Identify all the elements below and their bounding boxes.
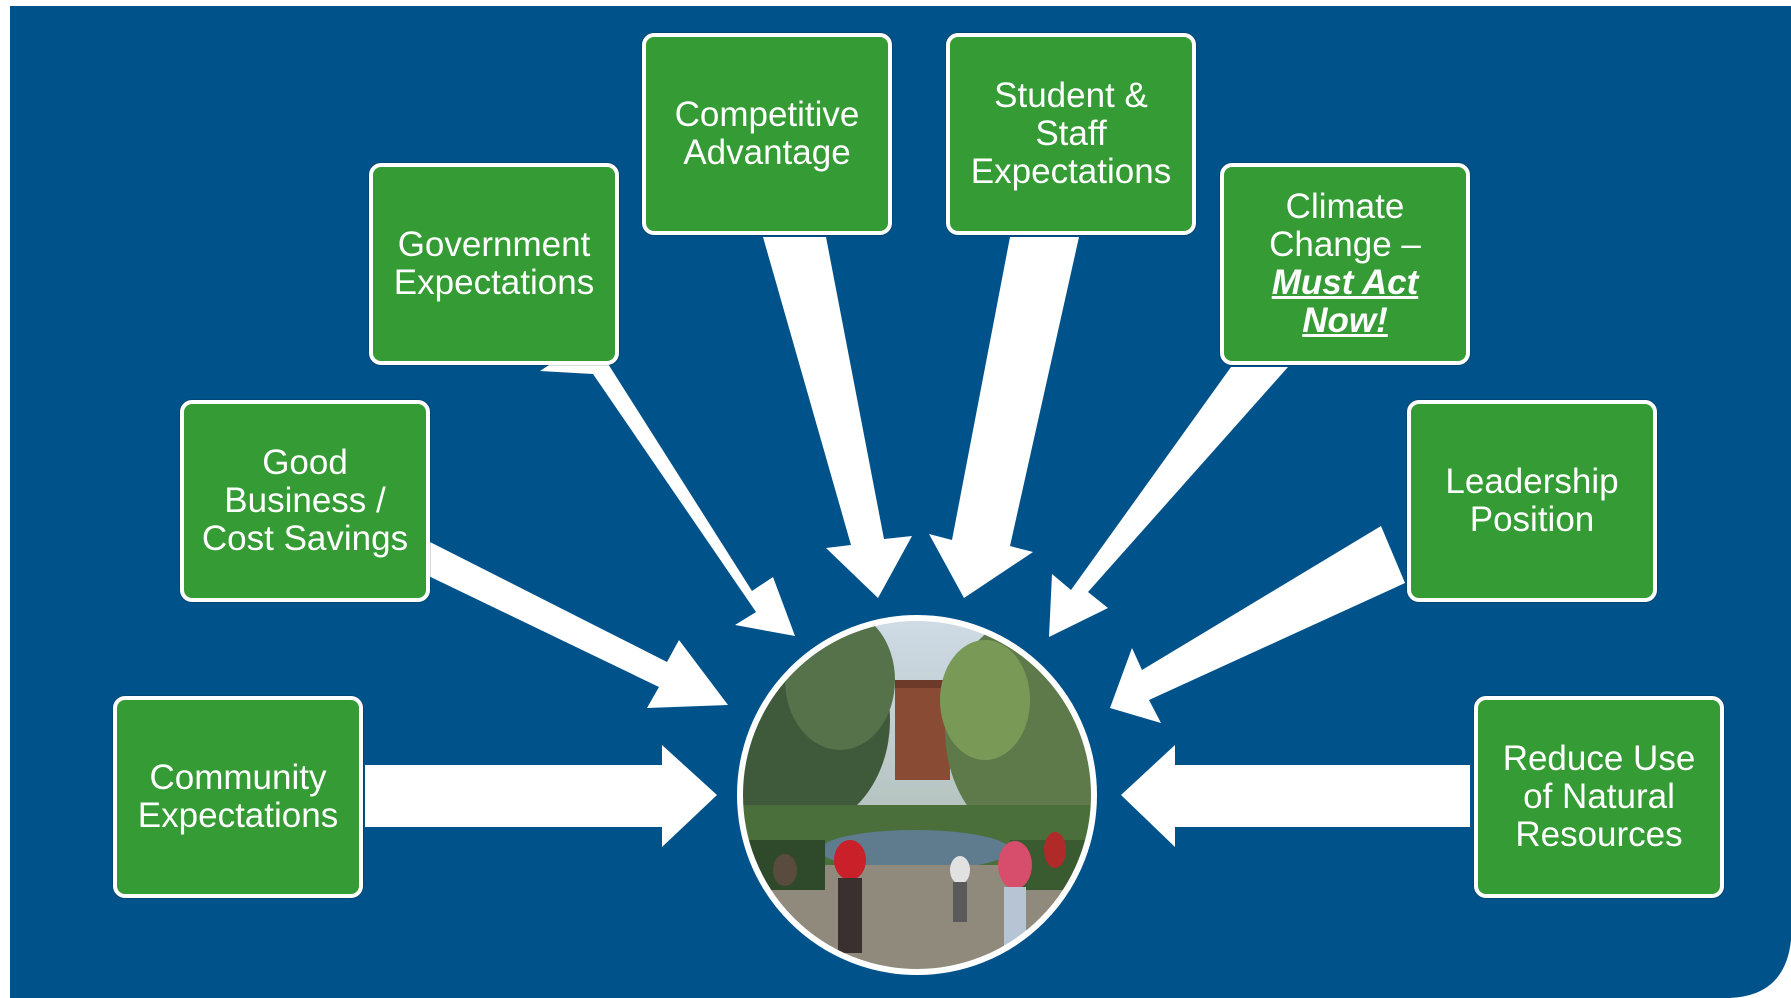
box-line: Expectations [137, 796, 339, 835]
box-line: Expectations [393, 263, 595, 302]
box-line: Climate [1285, 187, 1405, 226]
arrow-community [365, 745, 717, 847]
arrow-good-business [414, 541, 728, 708]
box-line: Business / [224, 481, 386, 520]
box-line: Position [1469, 500, 1595, 539]
arrow-leadership [1110, 526, 1405, 723]
box-line: Resources [1515, 815, 1683, 854]
box-line: Change – [1269, 225, 1421, 264]
box-emphasis-line: Now! [1302, 301, 1388, 340]
box-line: Advantage [683, 133, 851, 172]
box-government-expectations: Government Expectations [369, 163, 619, 365]
box-line: Expectations [970, 152, 1172, 191]
box-leadership-position: Leadership Position [1407, 400, 1657, 602]
box-community-expectations: Community Expectations [113, 696, 363, 898]
arrow-competitive [763, 237, 912, 598]
box-good-business: Good Business / Cost Savings [180, 400, 430, 602]
box-student-staff-expectations: Student & Staff Expectations [946, 33, 1196, 235]
box-line: Leadership [1445, 462, 1619, 501]
box-line: of Natural [1523, 777, 1675, 816]
box-line: Cost Savings [201, 519, 409, 558]
box-climate-change: Climate Change – Must Act Now! [1220, 163, 1470, 365]
arrow-student-staff [929, 237, 1079, 598]
box-line: Government [397, 225, 591, 264]
arrow-government [540, 337, 795, 636]
box-emphasis-line: Must Act [1271, 263, 1419, 302]
box-line: Competitive [674, 95, 860, 134]
box-line: Good [262, 443, 348, 482]
box-line: Staff [1035, 114, 1107, 153]
arrow-climate [1049, 367, 1288, 637]
arrows [365, 237, 1470, 847]
box-reduce-use-natural-resources: Reduce Use of Natural Resources [1474, 696, 1724, 898]
box-line: Reduce Use [1502, 739, 1696, 778]
arrow-reduce-use [1121, 745, 1470, 847]
box-line: Community [149, 758, 327, 797]
box-line: Student & [994, 76, 1148, 115]
box-competitive-advantage: Competitive Advantage [642, 33, 892, 235]
